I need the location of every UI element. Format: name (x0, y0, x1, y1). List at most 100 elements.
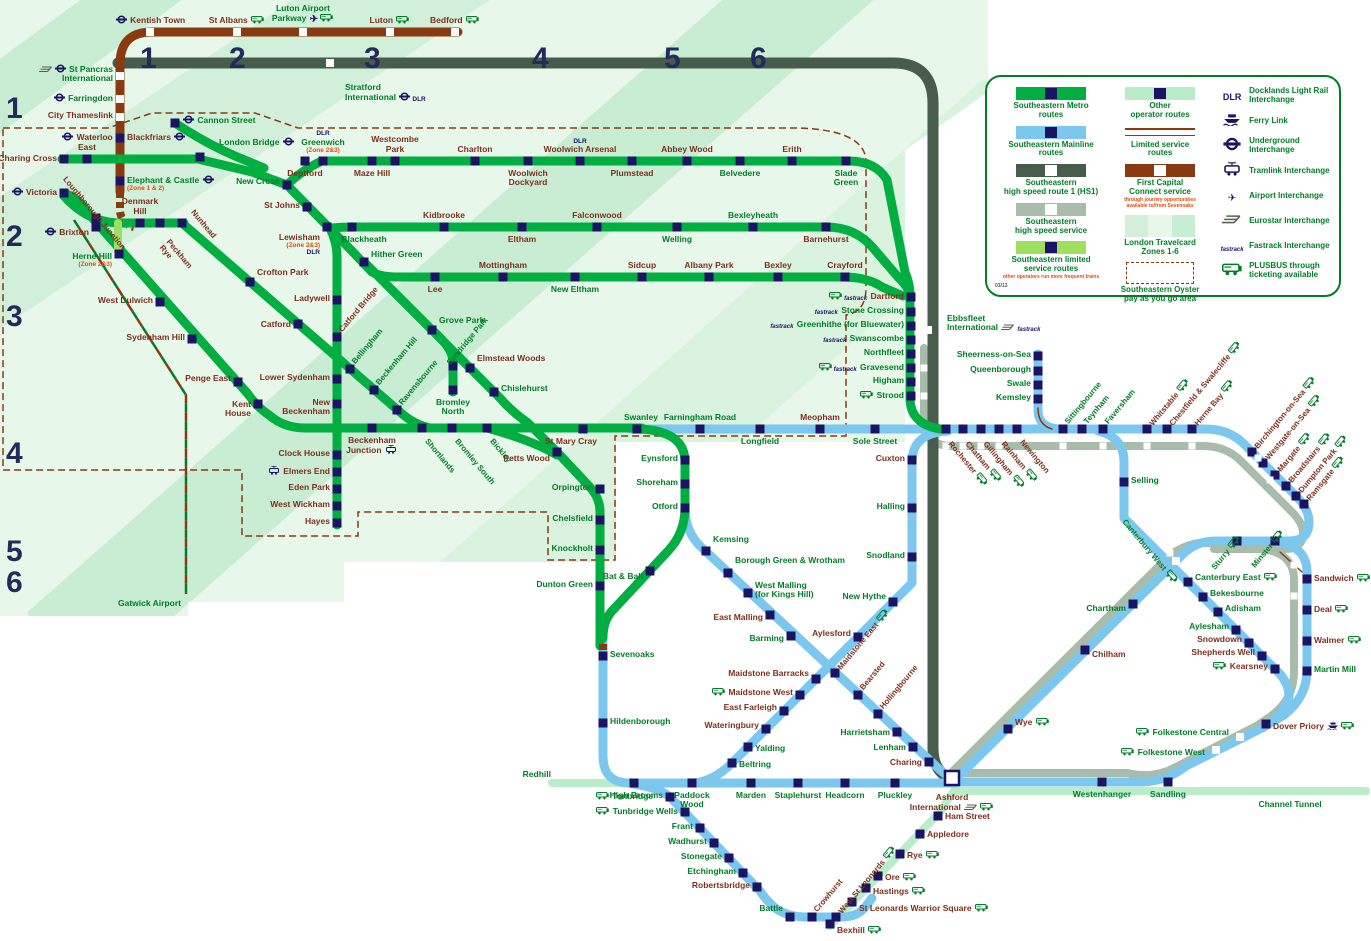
station-label-whitstable: Whitstable (1147, 377, 1192, 428)
dlr-icon: DLR (412, 96, 426, 104)
zone-number-top-4: 4 (532, 42, 549, 75)
station-label-maidstone-west: Maidstone West (711, 687, 793, 697)
station-marker-st-pancras-international (116, 72, 124, 80)
station-marker-tunbridge-wells (680, 807, 690, 817)
station-marker-northfleet (906, 349, 916, 359)
station-name: Sidcup (627, 259, 657, 270)
station-name: Ham Street (945, 811, 990, 821)
station-marker-kentish-town (146, 28, 154, 36)
station-label-strood: Strood (859, 390, 904, 400)
station-marker-herne-hill (114, 249, 124, 259)
station-label-bedford: Bedford (385, 15, 525, 25)
station-name: Chislehurst (501, 383, 548, 393)
station-name: Westenhanger (1072, 789, 1132, 799)
station-name: Mottingham (478, 259, 528, 270)
station-label-rochester: Rochester (946, 439, 990, 489)
service-gap-9 (920, 392, 928, 400)
station-name: Sandling (1150, 789, 1186, 799)
station-marker-walmer (1302, 636, 1312, 646)
zone-number-left-3: 3 (6, 300, 23, 333)
station-label-kearsney: Kearsney (1212, 661, 1268, 671)
station-name: Blackfriars (127, 132, 171, 142)
service-gap-11 (1290, 561, 1298, 569)
station-name: Victoria (25, 187, 57, 197)
station-marker-lower-sydenham (332, 374, 342, 384)
station-marker-wye (1003, 724, 1013, 734)
bus-icon (1215, 262, 1249, 280)
service-gap-0 (942, 442, 950, 450)
station-marker-elmstead-woods (465, 363, 475, 373)
ferry-icon (1223, 114, 1240, 126)
legend-label: Eurostar Interchange (1249, 215, 1330, 225)
station-label-headcorn: Headcorn (775, 790, 915, 800)
station-label-east-farleigh: East Farleigh (724, 702, 777, 712)
station-label-west-malling-for-kings-hill: West Malling(for Kings Hill) (755, 580, 814, 600)
underground-icon (183, 115, 194, 124)
plusbus-icon (818, 363, 832, 371)
station-label-kemsing: Kemsing (713, 534, 749, 544)
station-label-wye: Wye (1015, 717, 1050, 727)
station-marker-shortlands (417, 423, 427, 433)
station-label-bexleyheath: Bexleyheath (683, 210, 823, 220)
station-marker-st-mary-cray (578, 424, 588, 434)
station-marker-clock-house (332, 450, 342, 460)
plusbus-icon (1317, 433, 1330, 445)
station-marker-chilham (1080, 645, 1090, 655)
station-marker-blackheath (347, 222, 357, 232)
station-name: Farningham Road (663, 411, 737, 422)
station-name: Frant (671, 821, 693, 831)
zone-number-left-4: 4 (6, 437, 23, 470)
station-marker-victoria (59, 188, 69, 198)
station-name: Maidstone West (728, 687, 793, 697)
station-marker-swale (1033, 380, 1043, 390)
station-label-west-st-leonards: West St Leonards (836, 844, 899, 916)
station-label-shepherds-well: Shepherds Well (1191, 647, 1255, 657)
station-label-selling: Selling (1131, 475, 1159, 485)
station-marker-bromley-south (447, 423, 457, 433)
station-label-snowdown: Snowdown (1197, 634, 1242, 644)
station-name: Ladywell (294, 293, 330, 303)
plusbus-icon (876, 609, 888, 622)
airport-icon: ✈ (309, 14, 319, 25)
station-label-blackheath: Blackheath (294, 234, 434, 244)
station-marker-canterbury-west (1172, 557, 1180, 565)
station-marker-birchington-on-sea (1247, 447, 1257, 457)
station-name: Luton (369, 14, 394, 25)
station-marker-borough-green-wrotham (723, 568, 733, 578)
station-label-victoria: Victoria (11, 187, 57, 197)
station-name: Eynsford (641, 453, 678, 463)
station-name: Sheerness-on-Sea (956, 349, 1031, 359)
station-marker-lenham (908, 742, 918, 752)
station-label-aylesham: Aylesham (1189, 621, 1229, 631)
service-gap-1 (959, 442, 967, 450)
station-label-penge-east: Penge East (185, 373, 231, 383)
station-marker-barnehurst (821, 222, 831, 232)
zone-number-top-5: 5 (664, 42, 681, 75)
station-marker-kearsney (1270, 664, 1280, 674)
station-marker-denmark-hill (135, 218, 145, 228)
station-marker-sundridge-park (448, 361, 458, 371)
station-label-broadstairs: Broadstairs (1286, 431, 1334, 485)
station-marker-gillingham (976, 424, 986, 434)
station-label-margate: Margate (1275, 430, 1314, 474)
station-label-queenborough: Queenborough (970, 364, 1031, 374)
station-name: Queenborough (970, 364, 1031, 374)
station-label-mottingham: Mottingham (433, 259, 573, 270)
station-label-elephant-castle: Elephant & Castle (Zone 1 & 2) (127, 175, 215, 192)
station-name: Borough Green & Wrotham (735, 555, 845, 565)
plusbus-icon (1166, 569, 1178, 582)
station-marker-catford-bridge (332, 332, 342, 342)
station-name: Kentish Town (130, 14, 186, 25)
